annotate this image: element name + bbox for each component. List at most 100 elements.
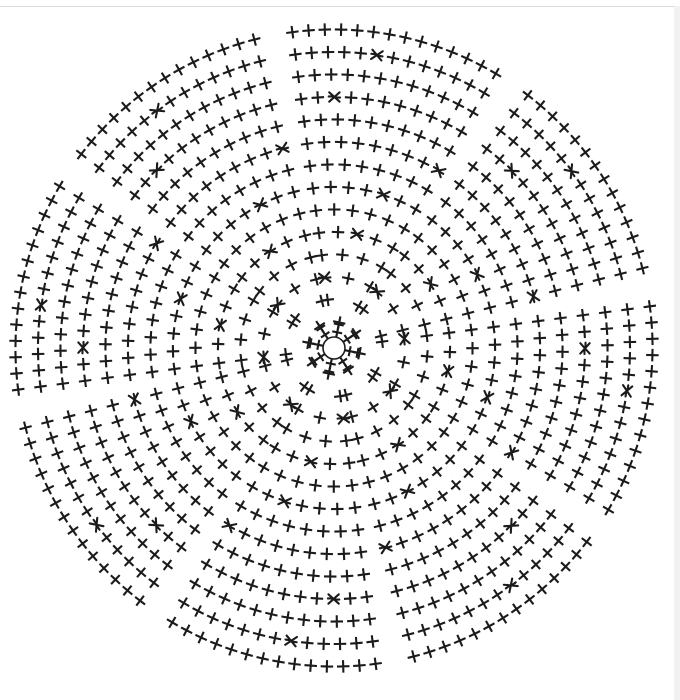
single-crochet-stitch (598, 305, 612, 319)
single-crochet-stitch (70, 247, 84, 261)
single-crochet-stitch (203, 124, 216, 136)
single-crochet-stitch (344, 346, 355, 357)
single-crochet-stitch (204, 445, 216, 457)
single-crochet-stitch (333, 389, 347, 403)
single-crochet-stitch (491, 467, 503, 479)
single-crochet-stitch (455, 125, 468, 138)
single-crochet-stitch (281, 611, 294, 624)
single-crochet-stitch (505, 386, 519, 400)
single-crochet-stitch (176, 204, 187, 215)
single-crochet-stitch (528, 190, 540, 202)
single-crochet-stitch (202, 49, 215, 62)
single-crochet-stitch (420, 350, 434, 363)
single-crochet-stitch (34, 380, 47, 393)
single-crochet-stitch (309, 478, 322, 492)
single-crochet-stitch (408, 389, 421, 402)
single-crochet-stitch (449, 71, 462, 85)
single-crochet-stitch (600, 355, 614, 368)
increase-stitch (469, 266, 485, 283)
single-crochet-stitch (407, 650, 421, 663)
single-crochet-stitch (58, 295, 71, 308)
single-crochet-stitch (62, 410, 76, 423)
single-crochet-stitch (314, 113, 328, 127)
single-crochet-stitch (114, 513, 127, 525)
single-crochet-stitch (72, 491, 85, 504)
single-crochet-stitch (442, 589, 456, 603)
single-crochet-stitch (32, 364, 46, 377)
single-crochet-stitch (166, 345, 180, 358)
single-crochet-stitch (64, 206, 78, 219)
single-crochet-stitch (268, 270, 280, 282)
single-crochet-stitch (438, 426, 450, 438)
single-crochet-stitch (387, 303, 399, 315)
single-crochet-stitch (304, 659, 318, 672)
single-crochet-stitch (189, 260, 202, 273)
single-crochet-stitch (199, 393, 212, 407)
single-crochet-stitch (610, 489, 623, 502)
single-crochet-stitch (332, 327, 343, 338)
single-crochet-stitch (191, 464, 203, 476)
single-crochet-stitch (536, 583, 548, 595)
single-crochet-stitch (481, 143, 493, 155)
single-crochet-stitch (524, 593, 536, 605)
single-crochet-stitch (200, 558, 213, 571)
single-crochet-stitch (313, 339, 324, 350)
single-crochet-stitch (304, 251, 317, 264)
single-crochet-stitch (414, 35, 428, 48)
single-crochet-stitch (78, 374, 92, 388)
single-crochet-stitch (617, 474, 630, 488)
single-crochet-stitch (600, 322, 614, 336)
single-crochet-stitch (613, 201, 626, 214)
single-crochet-stitch (14, 286, 27, 299)
increase-stitch (252, 197, 269, 213)
single-crochet-stitch (192, 604, 205, 618)
single-crochet-stitch (390, 75, 403, 89)
single-crochet-stitch (551, 184, 564, 196)
single-crochet-stitch (257, 559, 271, 572)
single-crochet-stitch (420, 329, 434, 343)
single-crochet-stitch (112, 544, 123, 556)
single-crochet-stitch (135, 567, 147, 578)
single-crochet-stitch (285, 258, 298, 271)
single-crochet-stitch (192, 78, 205, 91)
single-crochet-stitch (609, 432, 623, 445)
single-crochet-stitch (417, 156, 430, 169)
single-crochet-stitch (149, 549, 161, 561)
single-crochet-stitch (234, 184, 247, 197)
single-crochet-stitch (532, 443, 545, 456)
single-crochet-stitch (53, 180, 66, 193)
single-crochet-stitch (133, 409, 146, 423)
single-crochet-stitch (377, 95, 391, 109)
single-crochet-stitch (476, 233, 488, 246)
top-divider (0, 6, 680, 7)
single-crochet-stitch (222, 65, 235, 78)
single-crochet-stitch (23, 437, 37, 450)
single-crochet-stitch (125, 526, 137, 537)
single-crochet-stitch (388, 414, 400, 426)
single-crochet-stitch (563, 522, 575, 534)
increase-stitch (275, 141, 290, 156)
single-crochet-stitch (464, 360, 478, 373)
increase-stitch (127, 392, 142, 407)
single-crochet-stitch (592, 273, 606, 286)
single-crochet-stitch (342, 363, 352, 373)
single-crochet-stitch (157, 128, 169, 141)
single-crochet-stitch (339, 434, 353, 448)
single-crochet-stitch (295, 499, 309, 513)
single-crochet-stitch (522, 89, 534, 101)
single-crochet-stitch (399, 250, 411, 262)
single-crochet-stitch (537, 203, 550, 216)
single-crochet-stitch (212, 356, 226, 370)
single-crochet-stitch (444, 454, 456, 465)
single-crochet-stitch (78, 308, 92, 321)
single-crochet-stitch (325, 358, 336, 369)
single-crochet-stitch (223, 138, 236, 151)
single-crochet-stitch (32, 314, 46, 328)
single-crochet-stitch (497, 612, 509, 624)
single-crochet-stitch (123, 240, 136, 253)
single-crochet-stitch (478, 284, 491, 297)
single-crochet-stitch (398, 222, 411, 235)
single-crochet-stitch (512, 545, 523, 557)
single-crochet-stitch (270, 120, 284, 134)
